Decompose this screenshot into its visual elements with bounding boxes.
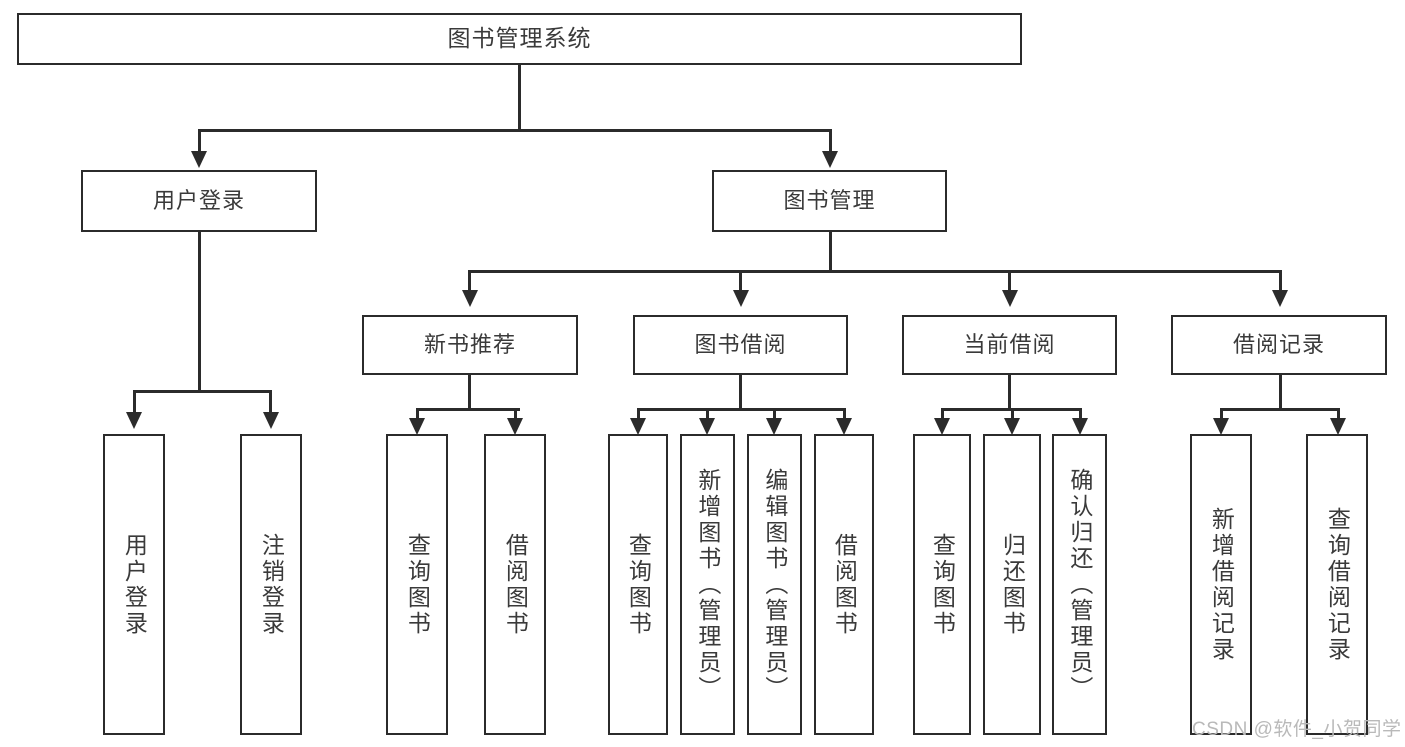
connector-borrow-records-bus	[1220, 408, 1338, 411]
connector-user-login-left	[133, 390, 136, 414]
connector-cb-c3	[1079, 408, 1082, 422]
connector-bb-c4	[843, 408, 846, 422]
leaf-query-borrow-record[interactable]: 查询借阅记录	[1306, 434, 1368, 735]
connector-user-login-bus	[133, 390, 271, 393]
arrow-to-book-borrow	[733, 290, 749, 307]
connector-root-stem	[518, 65, 521, 131]
node-book-management[interactable]: 图书管理	[712, 170, 947, 232]
connector-new-book-rec-bus	[416, 408, 520, 411]
connector-br-c1	[1220, 408, 1223, 422]
arrow-to-user-login	[191, 151, 207, 168]
connector-borrow-records-stem	[1279, 375, 1282, 410]
connector-cb-c1	[941, 408, 944, 422]
connector-new-book-rec-stem	[468, 375, 471, 410]
arrow-to-leaf-logout	[263, 412, 279, 429]
arrow-bb-c2	[699, 418, 715, 435]
node-new-book-recommendation[interactable]: 新书推荐	[362, 315, 578, 375]
connector-root-to-user-login	[198, 129, 201, 153]
leaf-add-book-admin[interactable]: 新增图书（管理员）	[680, 434, 735, 735]
arrow-bb-c4	[836, 418, 852, 435]
leaf-query-books-bb[interactable]: 查询图书	[608, 434, 668, 735]
connector-cb-c2	[1011, 408, 1014, 422]
connector-bb-c1	[637, 408, 640, 422]
arrow-to-new-book-rec	[462, 290, 478, 307]
connector-current-borrow-stem	[1008, 375, 1011, 410]
connector-book-borrow-bus	[637, 408, 844, 411]
leaf-query-books-nbr[interactable]: 查询图书	[386, 434, 448, 735]
connector-book-borrow-stem	[739, 375, 742, 410]
arrow-nbr-c1	[409, 418, 425, 435]
leaf-borrow-books-nbr[interactable]: 借阅图书	[484, 434, 546, 735]
node-book-borrowing[interactable]: 图书借阅	[633, 315, 848, 375]
leaf-add-borrow-record[interactable]: 新增借阅记录	[1190, 434, 1252, 735]
connector-book-management-stem	[829, 232, 832, 272]
arrow-bb-c3	[766, 418, 782, 435]
connector-bb-c3	[773, 408, 776, 422]
arrow-to-leaf-user-login	[126, 412, 142, 429]
arrow-br-c2	[1330, 418, 1346, 435]
connector-nbr-c1	[416, 408, 419, 422]
node-user-login[interactable]: 用户登录	[81, 170, 317, 232]
leaf-user-login[interactable]: 用户登录	[103, 434, 165, 735]
node-current-borrowing[interactable]: 当前借阅	[902, 315, 1117, 375]
leaf-confirm-return-admin[interactable]: 确认归还（管理员）	[1052, 434, 1107, 735]
connector-user-login-right	[269, 390, 272, 414]
connector-user-login-stem	[198, 232, 201, 392]
connector-bb-c2	[706, 408, 709, 422]
leaf-return-books[interactable]: 归还图书	[983, 434, 1041, 735]
arrow-to-current-borrow	[1002, 290, 1018, 307]
connector-level3-bus	[468, 270, 1281, 273]
leaf-query-books-cb[interactable]: 查询图书	[913, 434, 971, 735]
connector-current-borrow-bus	[941, 408, 1080, 411]
arrow-to-book-management	[822, 151, 838, 168]
leaf-borrow-books-bb[interactable]: 借阅图书	[814, 434, 874, 735]
arrow-cb-c1	[934, 418, 950, 435]
connector-to-borrow-records	[1279, 270, 1282, 292]
node-borrowing-records[interactable]: 借阅记录	[1171, 315, 1387, 375]
connector-root-bus	[198, 129, 832, 132]
arrow-cb-c2	[1004, 418, 1020, 435]
csdn-watermark: CSDN @软件_小贺同学	[1192, 719, 1402, 740]
leaf-logout[interactable]: 注销登录	[240, 434, 302, 735]
leaf-edit-book-admin[interactable]: 编辑图书（管理员）	[747, 434, 802, 735]
arrow-nbr-c2	[507, 418, 523, 435]
arrow-br-c1	[1213, 418, 1229, 435]
connector-to-new-book-rec	[468, 270, 471, 292]
connector-root-to-book-management	[829, 129, 832, 153]
node-root-book-management-system[interactable]: 图书管理系统	[17, 13, 1022, 65]
arrow-to-borrow-records	[1272, 290, 1288, 307]
connector-to-book-borrow	[739, 270, 742, 292]
connector-br-c2	[1337, 408, 1340, 422]
connector-to-current-borrow	[1008, 270, 1011, 292]
arrow-bb-c1	[630, 418, 646, 435]
connector-nbr-c2	[514, 408, 517, 422]
arrow-cb-c3	[1072, 418, 1088, 435]
